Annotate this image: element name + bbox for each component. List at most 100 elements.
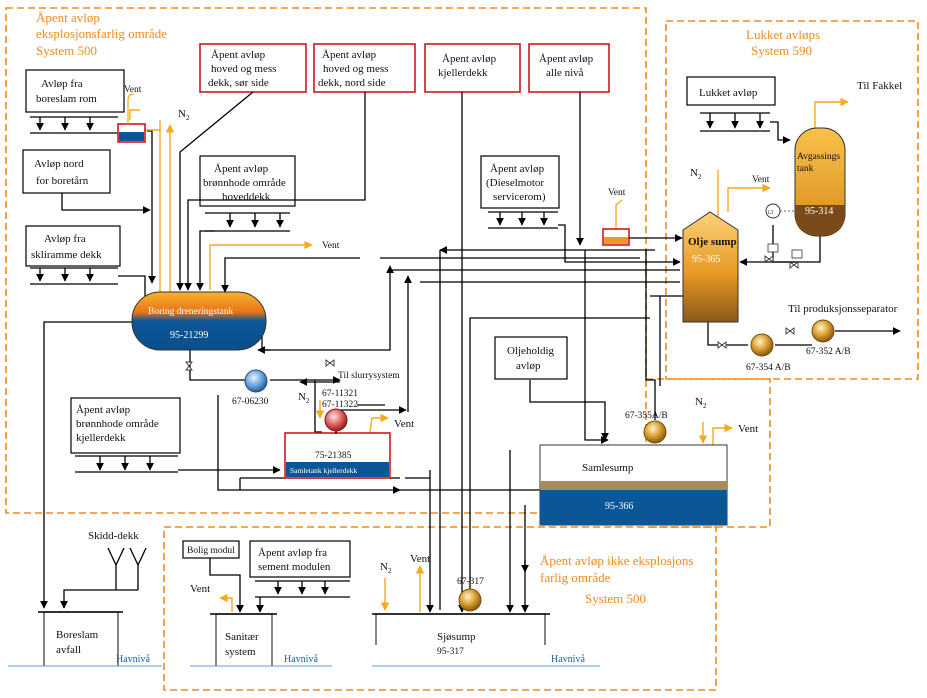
source-bronnhode-hoved: Åpent avløp brønnhode område hoveddekk [199,155,296,207]
svg-text:Åpent avløp fra: Åpent avløp fra [258,547,327,559]
svg-text:Åpent avløp: Åpent avløp [490,163,545,175]
svg-text:N2: N2 [298,391,310,405]
sanitaer-system: Sanitær system [210,613,277,666]
vent-pot-boreslam [117,93,146,143]
svg-text:farlig område: farlig område [540,570,611,585]
samletank-kjellerdekk: 75-21385 Samletank kjellerdekk [284,432,391,479]
svg-text:skliramme dekk: skliramme dekk [31,249,102,261]
svg-text:Oljeholdig: Oljeholdig [507,345,555,357]
valves [185,243,803,371]
svg-text:Olje sump: Olje sump [688,236,737,248]
svg-text:Samletank kjellerdekk: Samletank kjellerdekk [290,466,358,475]
source-oljeholdig: Oljeholdig avløp [494,336,568,380]
zone-bottom-label: Åpent avløp ikke eksplosjons farlig områ… [540,553,693,606]
pump-67-11321: 67-11321 67-11322 [322,389,358,434]
gas-lines [129,97,849,612]
svg-text:dekk, nord side: dekk, nord side [318,77,386,89]
samlesump: Samlesump 95-366 [539,444,728,526]
svg-text:95-365: 95-365 [692,254,720,265]
vent-labels: Vent Vent Vent Vent Vent Vent Vent Vent [124,85,770,595]
source-bronnhode-kjeller: Åpent avløp brønnhode område kjellerdekk [70,397,181,454]
svg-text:N2: N2 [690,167,702,181]
svg-text:67-11321: 67-11321 [322,389,358,399]
avgassings-tank: Avgassings tank 95-314 [794,127,846,237]
svg-text:avløp: avløp [516,360,541,372]
n2-labels: N2 N2 N2 N2 N2 [178,108,707,575]
source-bolig: Bolig modul [182,540,240,559]
svg-text:67-317: 67-317 [457,577,484,587]
svg-text:brønnhode område: brønnhode område [76,418,159,430]
svg-text:N2: N2 [695,396,707,410]
svg-text:sement modulen: sement modulen [258,561,331,573]
zone-top-left-label: Åpent avløp eksplosjonsfarlig område Sys… [36,10,167,58]
svg-text:Vent: Vent [322,241,340,251]
svg-text:Vent: Vent [738,423,758,435]
svg-text:Åpent avløp: Åpent avløp [211,49,266,61]
svg-text:95-314: 95-314 [805,206,833,217]
svg-text:alle nivå: alle nivå [546,67,584,79]
svg-text:hoved og mess: hoved og mess [323,63,388,75]
zone-top-right [665,20,919,380]
svg-text:Sanitær: Sanitær [225,631,259,643]
til-slurrysystem-label: Til slurrysystem [338,371,400,381]
svg-text:Vent: Vent [410,553,430,565]
source-nord-boretarn: Avløp nord for boretårn [22,149,111,194]
svg-text:Avløp fra: Avløp fra [41,78,83,90]
vent-pot-oljesump [602,228,683,246]
source-hoved-sor: Åpent avløp hoved og mess dekk, sør side [199,43,307,93]
svg-text:Åpent avløp: Åpent avløp [36,10,100,25]
svg-text:Boreslam: Boreslam [56,629,99,641]
svg-text:Avløp fra: Avløp fra [44,233,86,245]
til-fakkel-label: Til Fakkel [857,80,902,92]
svg-text:Åpent avløp: Åpent avløp [322,49,377,61]
svg-text:system: system [225,646,256,658]
source-dieselmotor: Åpent avløp (Dieselmotor servicerom) [480,155,560,209]
svg-text:Vent: Vent [608,188,626,198]
svg-text:Vent: Vent [394,418,414,430]
source-kjellerdekk-top: Åpent avløp kjellerdekk [424,43,521,93]
svg-text:95-317: 95-317 [437,647,464,657]
skidd-dekk-label: Skidd-dekk [88,530,139,542]
svg-text:N2: N2 [178,108,190,122]
svg-text:Samlesump: Samlesump [582,462,634,474]
svg-text:dekk, sør side: dekk, sør side [208,77,269,89]
svg-text:67-355A/B: 67-355A/B [625,411,668,421]
svg-text:67-11322: 67-11322 [322,400,358,410]
source-boreslam-rom: Avløp fra boreslam rom [25,69,125,113]
svg-text:kjellerdekk: kjellerdekk [438,67,488,79]
svg-text:67-352 A/B: 67-352 A/B [806,347,851,357]
source-lukket: Lukket avløp [686,76,776,106]
level-transmitter: LT [765,203,795,219]
til-produksjonsseparator-label: Til produksjonsseparator [788,303,898,315]
piping [30,91,901,613]
svg-text:hoveddekk: hoveddekk [222,191,271,203]
svg-text:kjellerdekk: kjellerdekk [76,432,126,444]
svg-text:Havnivå: Havnivå [116,654,150,665]
svg-text:LT: LT [768,211,774,216]
zone-top-right-label: Lukket avløps System 590 [746,27,820,58]
svg-text:brønnhode område: brønnhode område [203,177,286,189]
svg-text:Avløp nord: Avløp nord [34,158,84,170]
svg-text:boreslam rom: boreslam rom [36,93,97,105]
svg-text:Sjøsump: Sjøsump [437,631,476,643]
svg-text:Åpent avløp: Åpent avløp [539,53,594,65]
svg-text:Vent: Vent [752,175,770,185]
svg-text:N2: N2 [380,561,392,575]
svg-text:Vent: Vent [190,583,210,595]
svg-text:Boring dreneringstank: Boring dreneringstank [148,307,233,317]
svg-text:Bolig modul: Bolig modul [187,546,235,556]
boreslam-avfall: Boreslam avfall [38,611,123,666]
svg-text:95-366: 95-366 [605,501,633,512]
svg-text:(Dieselmotor: (Dieselmotor [486,177,544,189]
olje-sump: Olje sump 95-365 [682,211,739,323]
svg-text:System 500: System 500 [36,43,97,58]
pump-67-354: 67-354 A/B [746,333,791,373]
svg-text:Åpent avløp: Åpent avløp [76,404,131,416]
svg-text:Lukket avløp: Lukket avløp [699,87,758,99]
svg-text:for boretårn: for boretårn [36,175,89,187]
svg-text:Vent: Vent [124,85,142,95]
svg-text:Lukket avløps: Lukket avløps [746,27,820,42]
pump-67-06230: 67-06230 [232,369,269,407]
svg-text:tank: tank [797,164,814,174]
